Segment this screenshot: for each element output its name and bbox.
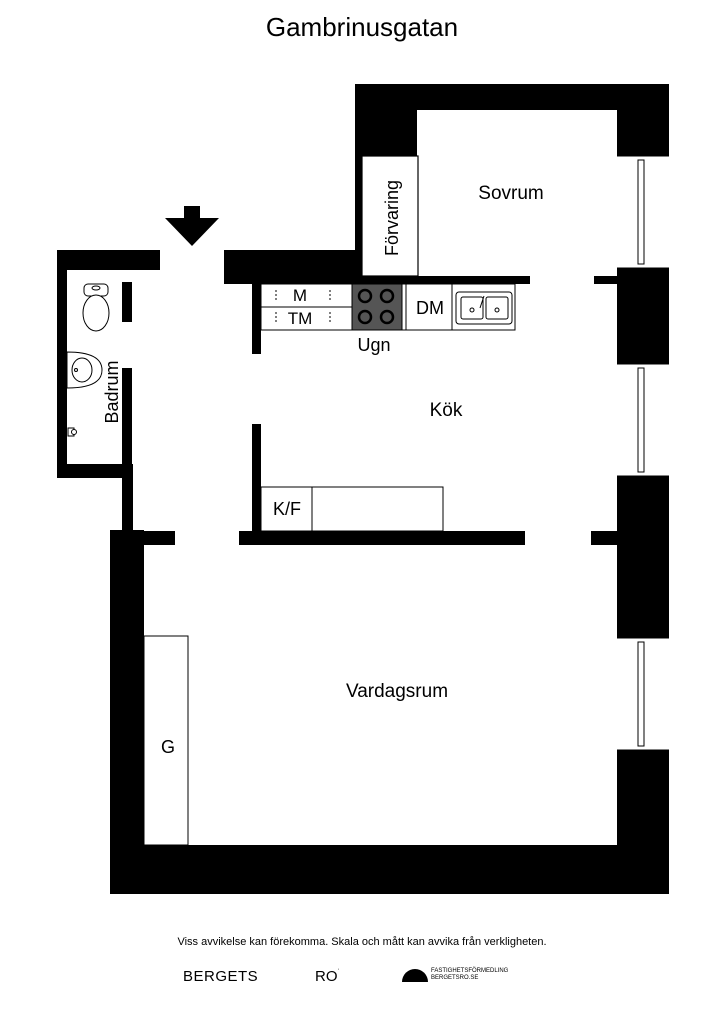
semicircle-logo-icon bbox=[402, 969, 428, 982]
shower-icon bbox=[67, 427, 77, 437]
sink-icon bbox=[455, 291, 513, 325]
entrance-arrow-icon bbox=[165, 206, 219, 246]
window-living bbox=[617, 637, 669, 751]
appliance-label-dryer: TM bbox=[288, 309, 313, 328]
wall-kitchen-left-bottom bbox=[252, 424, 261, 536]
washbasin-icon bbox=[66, 351, 103, 389]
window-bedroom bbox=[617, 155, 669, 269]
brand-ro-mark: · bbox=[337, 966, 340, 973]
brand-ro: RO· bbox=[315, 966, 340, 985]
window-kitchen bbox=[617, 363, 669, 477]
room-label-kok: Kök bbox=[430, 400, 463, 421]
wardrobe-box bbox=[143, 635, 189, 846]
wall-bath-bottom bbox=[57, 464, 133, 478]
appliance-label-oven: Ugn bbox=[357, 335, 390, 355]
wall-storage-left bbox=[355, 84, 362, 278]
plan-title: Gambrinusgatan bbox=[265, 12, 459, 42]
walls bbox=[57, 84, 669, 894]
disclaimer-text: Viss avvikelse kan förekomma. Skala och … bbox=[177, 936, 547, 948]
wall-bedroom-bottom-right bbox=[594, 276, 617, 284]
room-label-vardagsrum: Vardagsrum bbox=[346, 681, 448, 702]
room-label-sovrum: Sovrum bbox=[478, 183, 543, 204]
brand-logo-line2: BERGETSRO.SE bbox=[431, 975, 479, 981]
wall-bedroom-bottom bbox=[362, 276, 530, 284]
appliance-label-microwave: M bbox=[293, 286, 307, 305]
storage-box bbox=[361, 155, 419, 277]
room-label-forvaring: Förvaring bbox=[382, 180, 402, 256]
brand-logo-line1: FASTIGHETSFÖRMEDLING bbox=[431, 968, 509, 974]
wall-hall-left bbox=[122, 464, 133, 544]
wall-kitchen-bottom bbox=[239, 531, 525, 545]
stove-icon bbox=[351, 283, 403, 331]
appliance-label-dishwasher: DM bbox=[416, 298, 444, 318]
room-label-badrum: Badrum bbox=[102, 360, 122, 423]
wall-bath-left bbox=[57, 250, 67, 478]
wall-kitchen-bottom-right bbox=[591, 531, 617, 545]
appliance-label-fridge-freezer: K/F bbox=[273, 499, 301, 519]
wall-bath-inner bbox=[122, 368, 132, 468]
wall-bedroom-left bbox=[355, 84, 417, 156]
wall-bottom bbox=[110, 845, 669, 894]
furniture-label-wardrobe: G bbox=[161, 737, 175, 757]
kitchen-counter-bottom bbox=[260, 486, 444, 532]
brand-bergets: BERGETS bbox=[183, 968, 259, 985]
windows bbox=[617, 155, 669, 751]
wall-bath-top bbox=[57, 250, 160, 270]
wall-left-lower bbox=[110, 530, 144, 894]
wall-top-kitchen bbox=[224, 250, 362, 284]
brand-logo-text: FASTIGHETSFÖRMEDLING BERGETSRO.SE bbox=[431, 968, 508, 982]
brand-ro-text: RO bbox=[315, 968, 338, 985]
wall-hall-bottom-left bbox=[133, 531, 175, 545]
wall-kitchen-left-top bbox=[252, 284, 261, 354]
toilet-icon bbox=[82, 283, 110, 332]
brand-logo: FASTIGHETSFÖRMEDLING BERGETSRO.SE bbox=[402, 968, 508, 987]
wall-bath-inner-stub bbox=[122, 282, 132, 322]
